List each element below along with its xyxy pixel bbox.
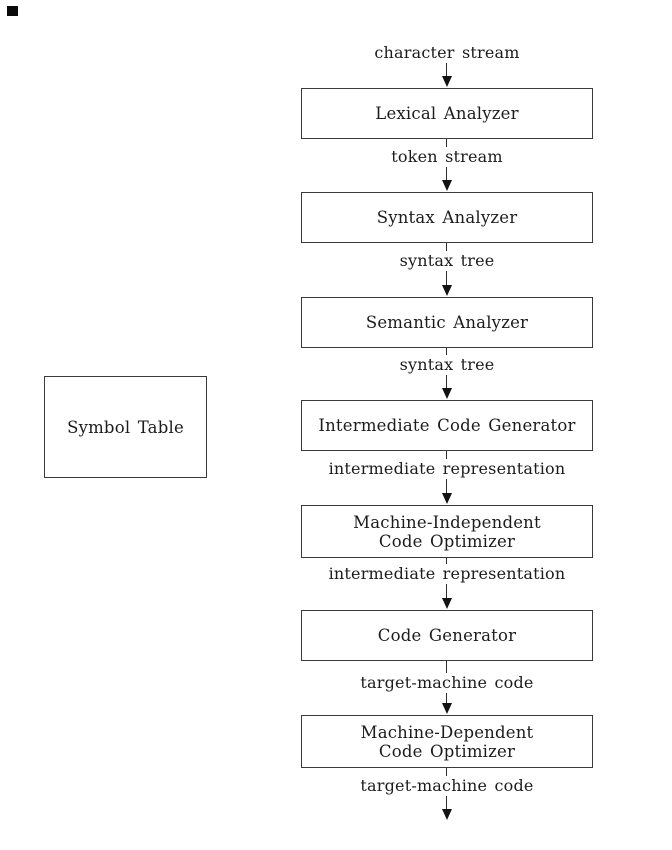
- flow-label-character-stream: character stream: [374, 43, 520, 62]
- connector-line: [446, 661, 448, 673]
- flow-label-intermediate-representation: intermediate representation: [328, 564, 566, 583]
- connector-line: [446, 693, 448, 704]
- phase-box-lexical-analyzer: Lexical Analyzer: [301, 88, 593, 139]
- arrow-down-icon: [441, 285, 452, 296]
- arrow-down-icon: [441, 388, 452, 399]
- phase-box-intermediate-code-generator: Intermediate Code Generator: [301, 400, 593, 451]
- flow-label-intermediate-representation: intermediate representation: [328, 459, 566, 478]
- flow-label-syntax-tree: syntax tree: [399, 355, 495, 374]
- symbol-table-box: Symbol Table: [44, 376, 207, 478]
- phase-box-label: Code Optimizer: [378, 531, 516, 551]
- connector-line: [446, 243, 448, 251]
- flow-label-target-machine-code: target-machine code: [360, 673, 534, 692]
- flow-label-target-machine-code: target-machine code: [360, 776, 534, 795]
- arrow-down-icon: [441, 180, 452, 191]
- symbol-table-label: Symbol Table: [67, 417, 184, 437]
- connector-line: [446, 271, 448, 286]
- connector-line: [446, 768, 448, 776]
- connector-line: [446, 558, 448, 564]
- phase-box-label: Intermediate Code Generator: [318, 416, 576, 435]
- connector-line: [446, 63, 448, 77]
- phase-box-label: Syntax Analyzer: [376, 208, 518, 227]
- phase-box-syntax-analyzer: Syntax Analyzer: [301, 192, 593, 243]
- connector-line: [446, 375, 448, 389]
- phase-box-label: Code Generator: [377, 626, 517, 645]
- flow-label-syntax-tree: syntax tree: [399, 251, 495, 270]
- connector-line: [446, 796, 448, 810]
- connector-line: [446, 479, 448, 494]
- arrow-down-icon: [441, 809, 452, 820]
- arrow-down-icon: [441, 76, 452, 87]
- phase-box-label: Machine-Dependent: [360, 722, 534, 742]
- connector-line: [446, 139, 448, 147]
- connector-line: [446, 167, 448, 181]
- phase-box-label: Machine-Independent: [353, 512, 541, 532]
- connector-line: [446, 348, 448, 355]
- connector-line: [446, 584, 448, 599]
- arrow-down-icon: [441, 493, 452, 504]
- phase-box-label: Code Optimizer: [378, 741, 516, 761]
- scan-corner-mark: [7, 6, 18, 16]
- arrow-down-icon: [441, 598, 452, 609]
- phase-box-semantic-analyzer: Semantic Analyzer: [301, 297, 593, 348]
- phase-box-code-generator: Code Generator: [301, 610, 593, 661]
- arrow-down-icon: [441, 703, 452, 714]
- phase-box-label: Lexical Analyzer: [375, 104, 519, 123]
- connector-line: [446, 451, 448, 459]
- phase-box-label: Semantic Analyzer: [365, 313, 529, 332]
- flow-label-token-stream: token stream: [391, 147, 503, 166]
